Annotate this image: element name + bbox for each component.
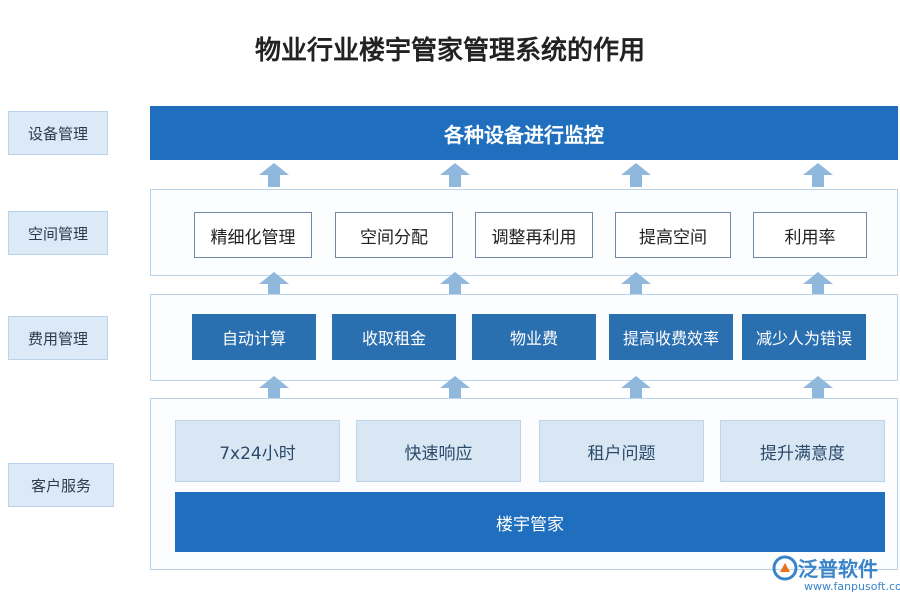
- fee-item: 减少人为错误: [742, 314, 866, 360]
- side-label-space: 空间管理: [8, 211, 108, 255]
- brand-logo-icon: [772, 555, 798, 581]
- service-item: 提升满意度: [720, 420, 885, 482]
- fee-item: 自动计算: [192, 314, 316, 360]
- side-label-service: 客户服务: [8, 463, 114, 507]
- up-arrow-icon: [621, 376, 651, 400]
- top-banner: 各种设备进行监控: [150, 106, 898, 160]
- space-item: 提高空间: [615, 212, 731, 258]
- side-label-equipment: 设备管理: [8, 111, 108, 155]
- space-item: 精细化管理: [194, 212, 312, 258]
- bottom-banner: 楼宇管家: [175, 492, 885, 552]
- up-arrow-icon: [440, 272, 470, 296]
- up-arrow-icon: [440, 376, 470, 400]
- up-arrow-icon: [621, 272, 651, 296]
- space-item: 利用率: [753, 212, 867, 258]
- page-title: 物业行业楼宇管家管理系统的作用: [254, 36, 645, 66]
- side-label-fee: 费用管理: [8, 316, 108, 360]
- brand-name: 泛普软件: [798, 557, 878, 581]
- fee-item: 物业费: [472, 314, 596, 360]
- service-item: 快速响应: [356, 420, 521, 482]
- up-arrow-icon: [803, 376, 833, 400]
- up-arrow-icon: [259, 272, 289, 296]
- fee-item: 提高收费效率: [609, 314, 733, 360]
- service-item: 租户问题: [539, 420, 704, 482]
- up-arrow-icon: [440, 163, 470, 187]
- space-item: 调整再利用: [475, 212, 593, 258]
- space-item: 空间分配: [335, 212, 453, 258]
- up-arrow-icon: [259, 376, 289, 400]
- brand-logo: 泛普软件 www.fanpusoft.com: [770, 553, 900, 598]
- brand-url: www.fanpusoft.com: [804, 580, 900, 593]
- up-arrow-icon: [803, 163, 833, 187]
- up-arrow-icon: [803, 272, 833, 296]
- up-arrow-icon: [259, 163, 289, 187]
- service-item: 7x24小时: [175, 420, 340, 482]
- fee-item: 收取租金: [332, 314, 456, 360]
- up-arrow-icon: [621, 163, 651, 187]
